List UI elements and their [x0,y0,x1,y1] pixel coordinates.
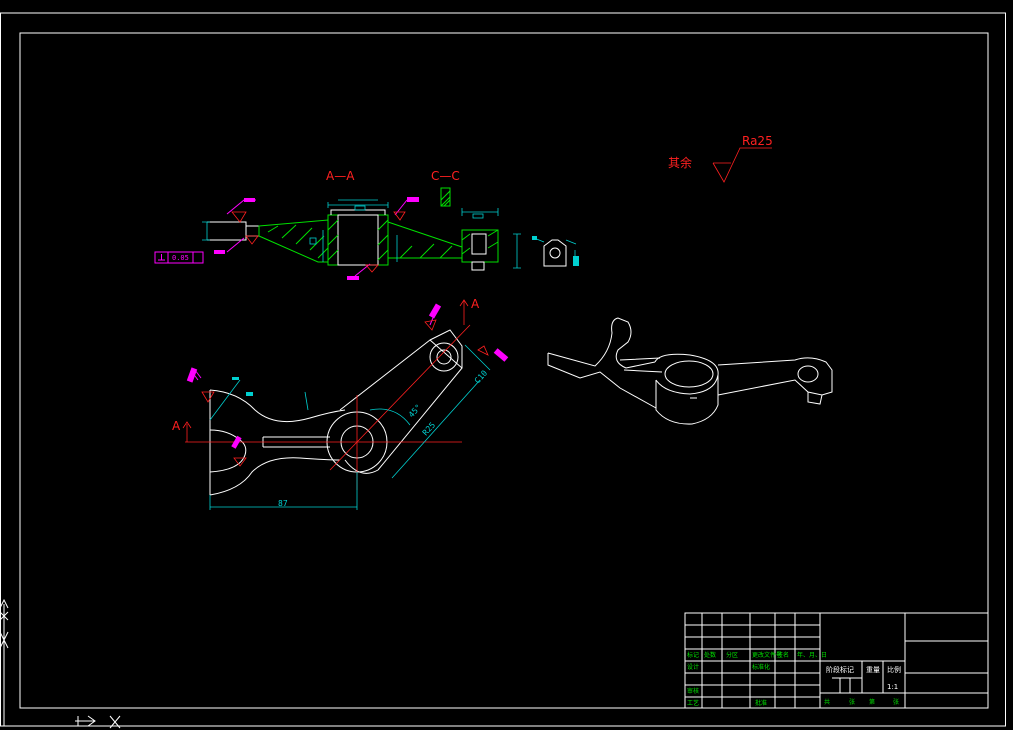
title-block [684,612,989,709]
svg-text:分区: 分区 [726,651,738,659]
dimension-slot: C10 [473,368,489,385]
svg-text:1:1: 1:1 [887,683,898,691]
svg-text:标准化: 标准化 [752,663,770,671]
svg-text:张: 张 [849,698,855,706]
section-aa-dimensions [202,199,521,269]
svg-text:工艺: 工艺 [687,699,699,707]
dimension-radial: R25 [421,420,437,437]
side-view-small [532,236,579,267]
svg-text:第: 第 [869,698,875,706]
svg-text:标记: 标记 [687,651,699,659]
svg-text:处数: 处数 [704,651,716,659]
roughness-symbol [712,147,772,183]
ucs-icon [0,598,121,729]
svg-text:批准: 批准 [755,699,767,707]
section-label-cc: C—C [431,169,460,183]
tolerance-frame: 0.05 [154,251,204,264]
svg-text:共: 共 [824,698,830,706]
svg-text:签名: 签名 [777,651,789,659]
view-label-a-top: A [471,297,480,311]
svg-text:比例: 比例 [887,665,901,674]
svg-text:0.05: 0.05 [172,254,189,262]
svg-text:年、月、日: 年、月、日 [797,651,827,659]
outer-border [0,12,1006,727]
svg-text:设计: 设计 [687,663,699,671]
section-aa-view [207,209,499,271]
title-block-texts: 标记 处数 分区 更改文件号 签名 年、月、日 设计 标准化 审核 工艺 批准 … [687,651,901,707]
section-label-aa: A—A [326,169,355,183]
svg-text:阶段标记: 阶段标记 [826,665,854,674]
dimension-87: 87 [278,499,288,508]
roughness-qiyu-label: 其余 [668,155,692,170]
section-aa-annotations [214,197,419,280]
svg-text:重量: 重量 [866,666,880,674]
svg-text:更改文件号: 更改文件号 [752,651,782,659]
isometric-view [547,317,833,425]
main-plan-view [182,299,509,510]
svg-text:张: 张 [893,698,899,706]
section-cc-view [440,187,451,207]
inner-border [19,32,989,709]
view-label-a: A [172,419,181,433]
roughness-value: Ra25 [742,134,773,148]
dimension-angle: 45° [407,403,423,420]
svg-text:审核: 审核 [687,687,699,695]
